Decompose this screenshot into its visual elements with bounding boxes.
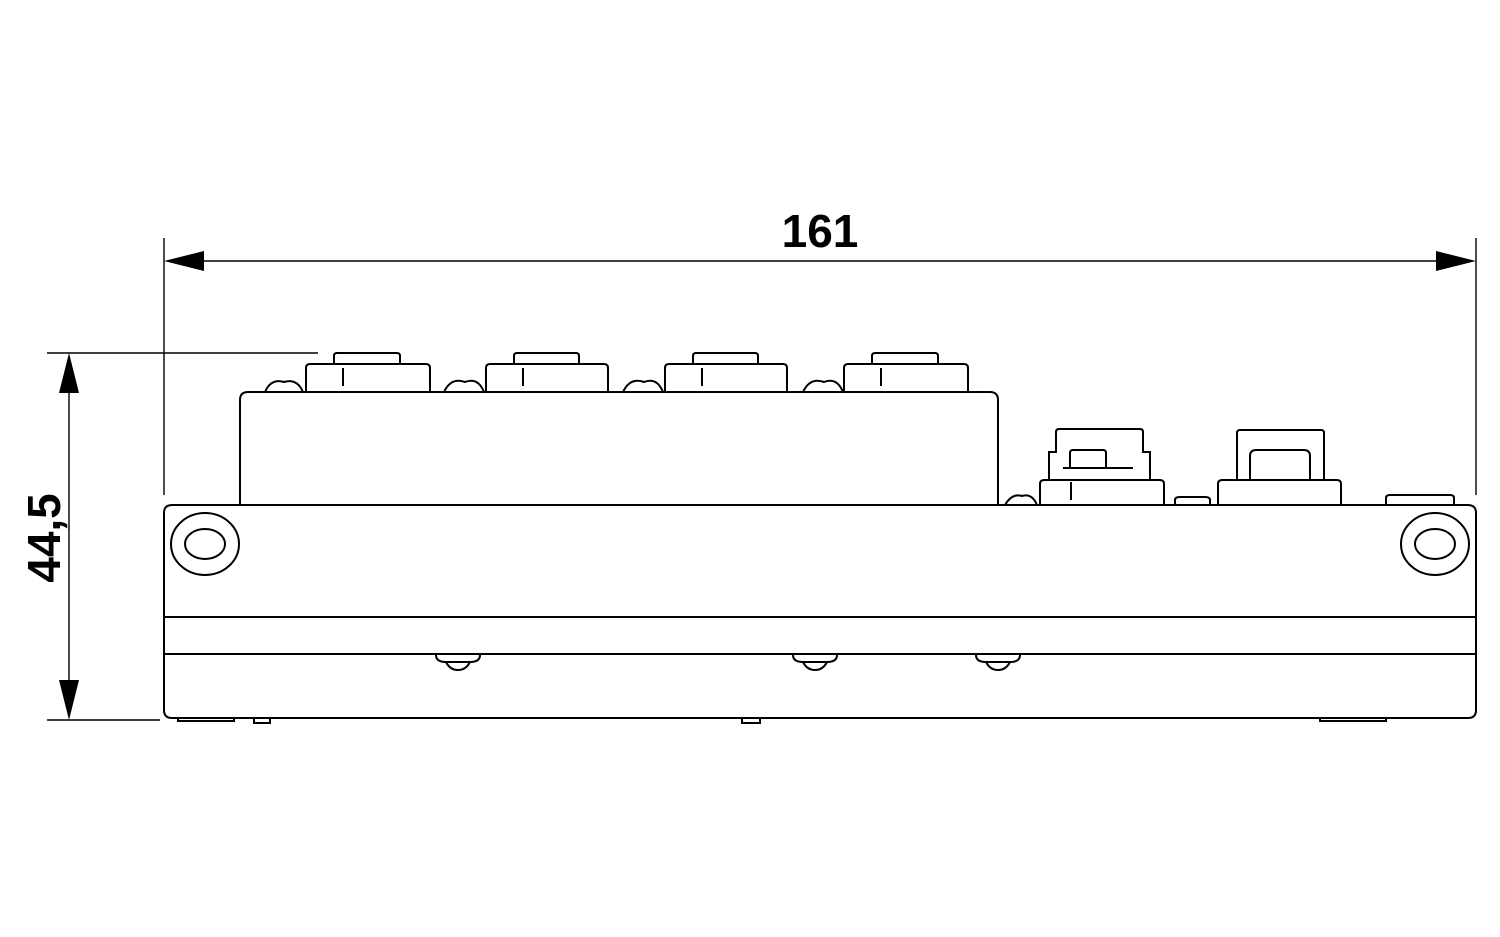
mounting-hole-right-outer [1400, 512, 1470, 576]
foot-left-tab [253, 718, 271, 724]
width-dimension-label: 161 [782, 205, 859, 257]
mounting-hole-left-outer [170, 512, 240, 576]
end-cap-tab [1385, 494, 1455, 505]
height-dimension-label: 44,5 [18, 493, 70, 583]
connector-4 [802, 352, 969, 393]
bottom-screw-1 [435, 654, 481, 672]
bottom-screw-3 [975, 654, 1021, 672]
connector-2 [443, 352, 609, 393]
width-arrow-right [1436, 251, 1476, 271]
mounting-hole-left-inner [184, 528, 226, 560]
bottom-screw-2 [792, 654, 838, 672]
height-arrow-bottom [59, 680, 79, 720]
network-connector-2 [1174, 429, 1342, 505]
height-arrow-top [59, 353, 79, 393]
height-dimension: 44,5 [18, 352, 318, 721]
network-connector-1 [1004, 428, 1165, 506]
foot-right [1319, 718, 1387, 722]
connector-3 [622, 352, 788, 393]
base-housing [163, 504, 1477, 724]
width-dimension: 161 [163, 205, 1477, 495]
width-arrow-left [164, 251, 204, 271]
upper-housing [239, 391, 999, 505]
mounting-hole-right-inner [1414, 528, 1456, 560]
foot-center-tab [741, 718, 761, 724]
base-outline [163, 504, 1477, 719]
connector-1 [264, 352, 431, 393]
foot-left [177, 718, 235, 722]
upper-housing-outline [239, 391, 999, 505]
